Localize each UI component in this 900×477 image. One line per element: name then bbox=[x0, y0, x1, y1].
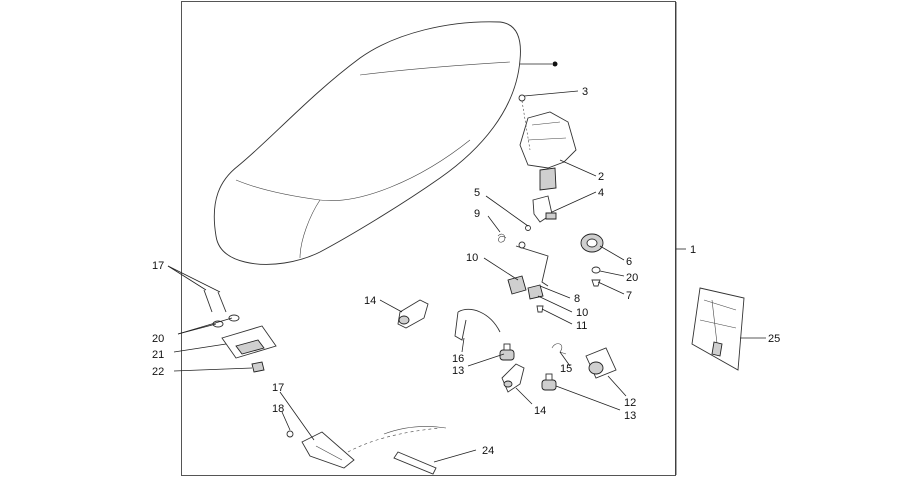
callout-bullet bbox=[552, 61, 558, 67]
seat-hinge-part bbox=[519, 111, 577, 191]
washers-20-part bbox=[212, 314, 240, 328]
bushing-12-part bbox=[585, 347, 617, 379]
bumper-14b-part bbox=[501, 363, 525, 393]
rubber-foot-13b-part bbox=[541, 373, 557, 391]
bracket-21-part bbox=[221, 325, 277, 359]
cable-rod-part bbox=[515, 245, 549, 287]
spring-9-part bbox=[497, 233, 507, 243]
callout-8: 8 bbox=[574, 293, 580, 305]
nut-22-part bbox=[251, 361, 265, 373]
callout-5: 5 bbox=[474, 187, 480, 199]
callout-13a: 13 bbox=[452, 365, 464, 377]
rod-24-part bbox=[393, 451, 437, 475]
diagram-frame bbox=[181, 1, 676, 476]
plate-17-part bbox=[301, 431, 355, 469]
callout-20: 20 bbox=[152, 333, 164, 345]
callout-10b: 10 bbox=[576, 307, 588, 319]
callout-7: 7 bbox=[626, 290, 632, 302]
screw-11-part bbox=[536, 305, 544, 313]
callout-14b: 14 bbox=[534, 405, 546, 417]
bracket-16-part bbox=[454, 308, 501, 341]
callout-14a: 14 bbox=[364, 295, 376, 307]
callout-4: 4 bbox=[598, 187, 604, 199]
callout-9: 9 bbox=[474, 208, 480, 220]
bumper-14a-part bbox=[397, 299, 429, 329]
callout-24: 24 bbox=[482, 445, 494, 457]
callout-13b: 13 bbox=[624, 410, 636, 422]
screw-7-part bbox=[591, 279, 601, 287]
bushing-6-part bbox=[580, 233, 604, 253]
screws-19-part bbox=[203, 289, 227, 313]
callout-3: 3 bbox=[582, 86, 588, 98]
clip-10b-part bbox=[527, 284, 544, 300]
washer-23-part bbox=[591, 266, 601, 274]
leader-lines bbox=[167, 2, 766, 475]
callout-16: 16 bbox=[452, 353, 464, 365]
seat-lock-part bbox=[532, 195, 557, 223]
callout-23: 20 bbox=[626, 272, 638, 284]
callout-10a: 10 bbox=[466, 252, 478, 264]
callout-2: 2 bbox=[598, 171, 604, 183]
screw-5-part bbox=[525, 225, 531, 231]
callout-1: 1 bbox=[690, 244, 696, 256]
callout-19: 17 bbox=[152, 260, 164, 272]
tool-kit-25-part bbox=[691, 287, 745, 371]
seat-part bbox=[213, 21, 521, 265]
callout-21: 21 bbox=[152, 349, 164, 361]
callout-labels: 3 2 4 5 9 6 20 7 10 8 10 11 1 25 14 16 1… bbox=[152, 86, 780, 457]
callout-6: 6 bbox=[626, 256, 632, 268]
clip-15-part bbox=[551, 343, 567, 355]
callout-18: 18 bbox=[272, 403, 284, 415]
screw-18-part bbox=[286, 430, 294, 438]
callout-12: 12 bbox=[624, 397, 636, 409]
callout-15: 15 bbox=[560, 363, 572, 375]
rubber-foot-13a-part bbox=[499, 343, 515, 361]
callout-25: 25 bbox=[768, 333, 780, 345]
callout-11: 11 bbox=[576, 320, 587, 332]
callout-17: 17 bbox=[272, 382, 284, 394]
callout-22: 22 bbox=[152, 366, 164, 378]
clip-10a-part bbox=[507, 275, 527, 295]
